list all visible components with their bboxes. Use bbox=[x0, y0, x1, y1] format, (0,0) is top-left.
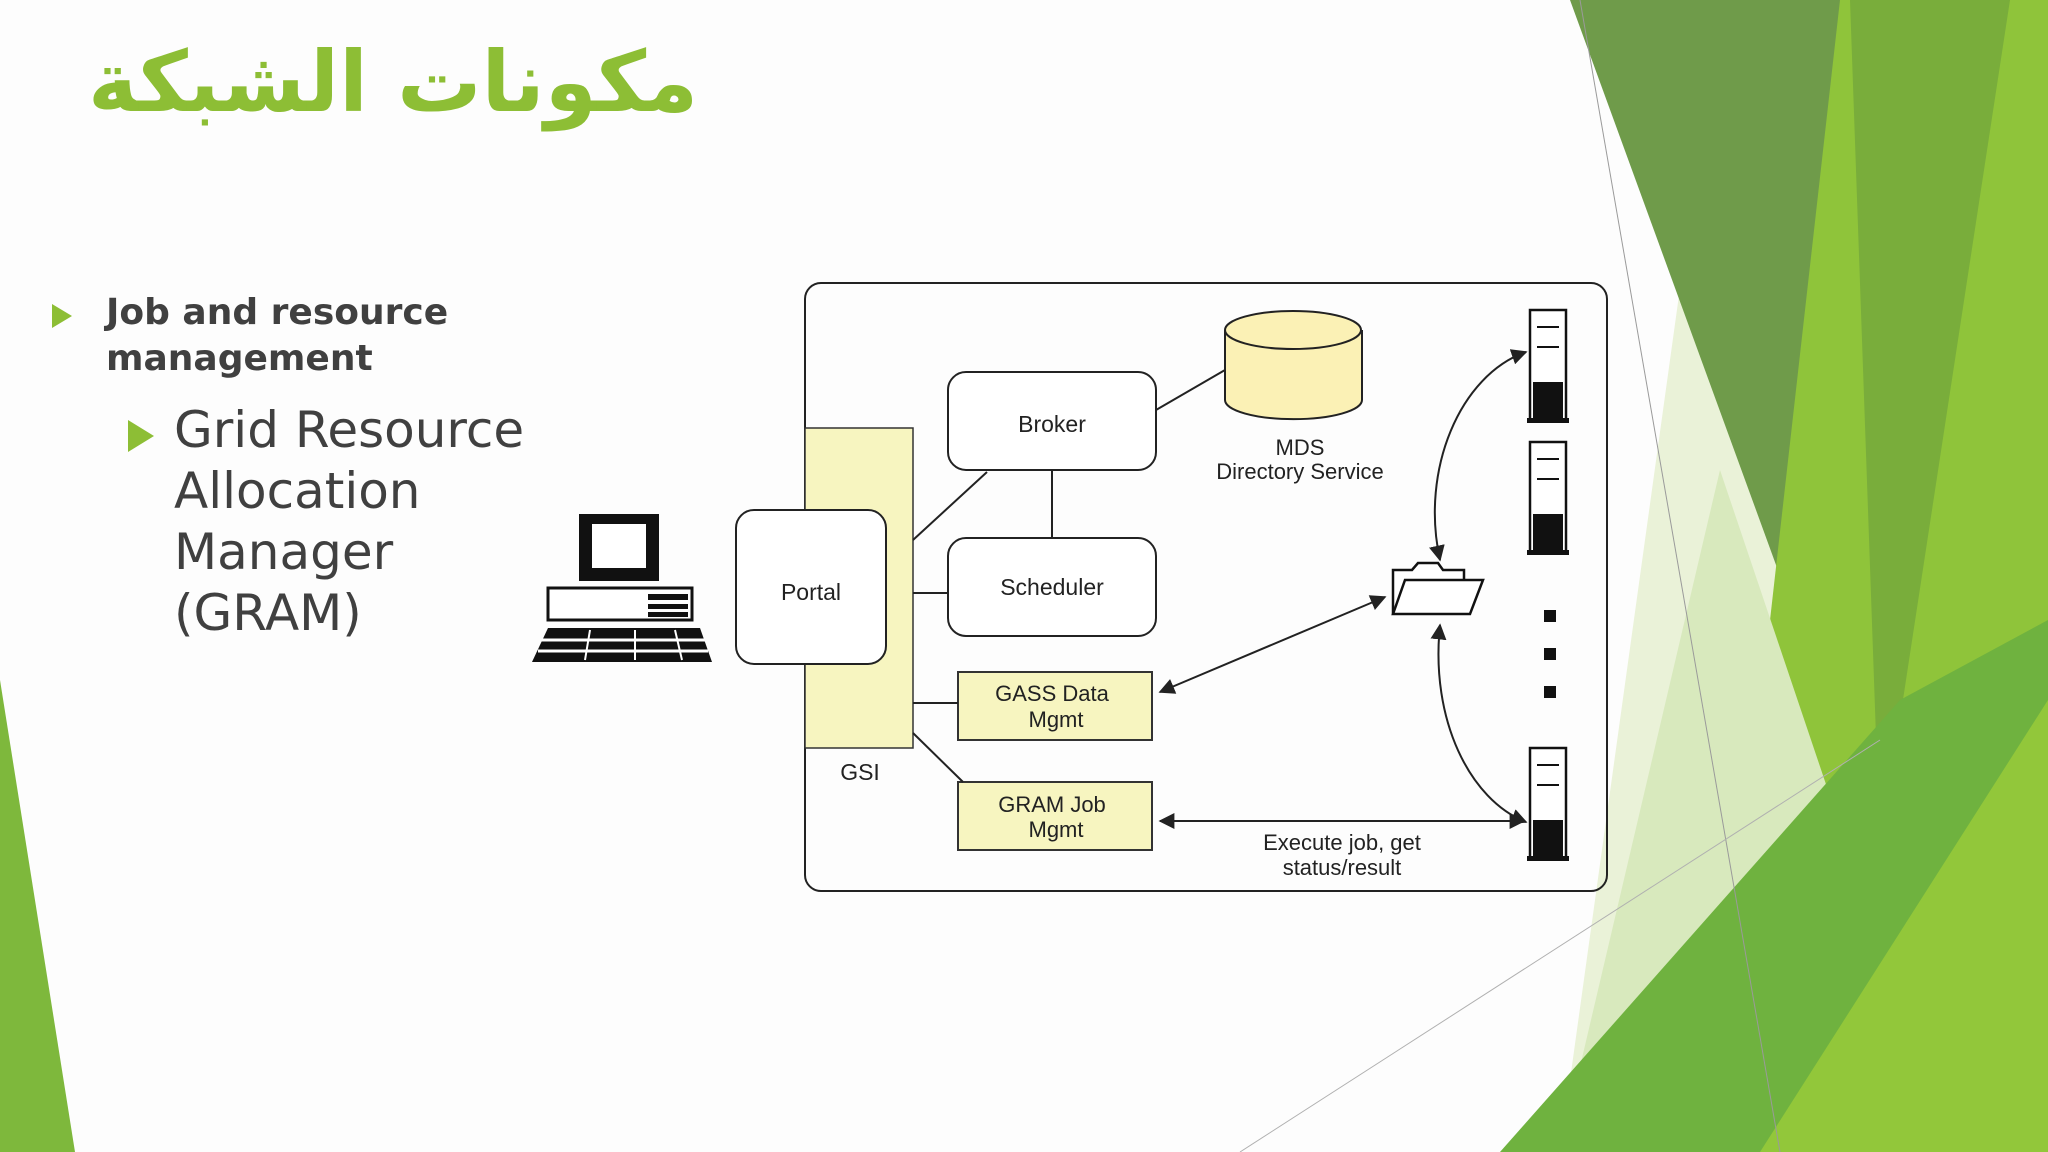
gsi-label: GSI bbox=[840, 759, 880, 785]
arrows bbox=[1158, 349, 1528, 829]
arrow-folder-server-bottom bbox=[1430, 623, 1528, 825]
arrow-gass-folder bbox=[1158, 595, 1387, 694]
connector-lines bbox=[912, 369, 1226, 783]
bullet-arrow-icon bbox=[52, 304, 72, 328]
grid-architecture-diagram: GSI Portal Broker Scheduler GASS Data Mg… bbox=[532, 282, 1608, 892]
mds-label-line2: Directory Service bbox=[1216, 459, 1383, 484]
gass-label-line2: Mgmt bbox=[1029, 707, 1084, 732]
execute-label-line1: Execute job, get bbox=[1263, 830, 1421, 855]
gass-label-line1: GASS Data bbox=[995, 681, 1109, 706]
bullet-list: Job and resource management Grid Resourc… bbox=[46, 290, 526, 644]
folder-icon bbox=[1391, 561, 1485, 616]
bullet-text: Job and resource management bbox=[106, 292, 449, 379]
bullet-item: Job and resource management bbox=[46, 290, 526, 382]
sub-bullet-text: Grid Resource Allocation Manager (GRAM) bbox=[174, 401, 525, 642]
computer-icon bbox=[532, 514, 712, 662]
mds-cylinder-icon bbox=[1224, 310, 1363, 421]
gram-label-line1: GRAM Job bbox=[998, 792, 1106, 817]
bottom-triangle-lime bbox=[1760, 700, 2048, 1152]
execute-label-line2: status/result bbox=[1283, 855, 1402, 880]
arrow-folder-server-top bbox=[1429, 349, 1528, 562]
mds-label-line1: MDS bbox=[1276, 435, 1325, 460]
portal-node bbox=[735, 509, 887, 665]
server-icon bbox=[1527, 440, 1569, 555]
system-frame bbox=[804, 282, 1608, 892]
scheduler-label: Scheduler bbox=[1000, 574, 1104, 600]
gram-node bbox=[957, 781, 1153, 851]
thin-line-2 bbox=[1239, 739, 1881, 1152]
server-icon bbox=[1527, 746, 1569, 861]
thin-line-1 bbox=[1579, 0, 1781, 1152]
sub-bullet-item: Grid Resource Allocation Manager (GRAM) bbox=[128, 400, 526, 644]
server-icon bbox=[1527, 308, 1569, 423]
gram-label-line2: Mgmt bbox=[1029, 817, 1084, 842]
ellipsis-dots-icon bbox=[1544, 610, 1556, 698]
gass-node bbox=[957, 671, 1153, 741]
right-triangle-mid bbox=[1850, 0, 2010, 850]
left-triangle bbox=[0, 680, 75, 1152]
portal-label: Portal bbox=[781, 579, 841, 605]
slide-title: مكونات الشبكة bbox=[88, 33, 699, 131]
broker-label: Broker bbox=[1018, 411, 1086, 437]
bullet-arrow-icon bbox=[128, 420, 154, 452]
